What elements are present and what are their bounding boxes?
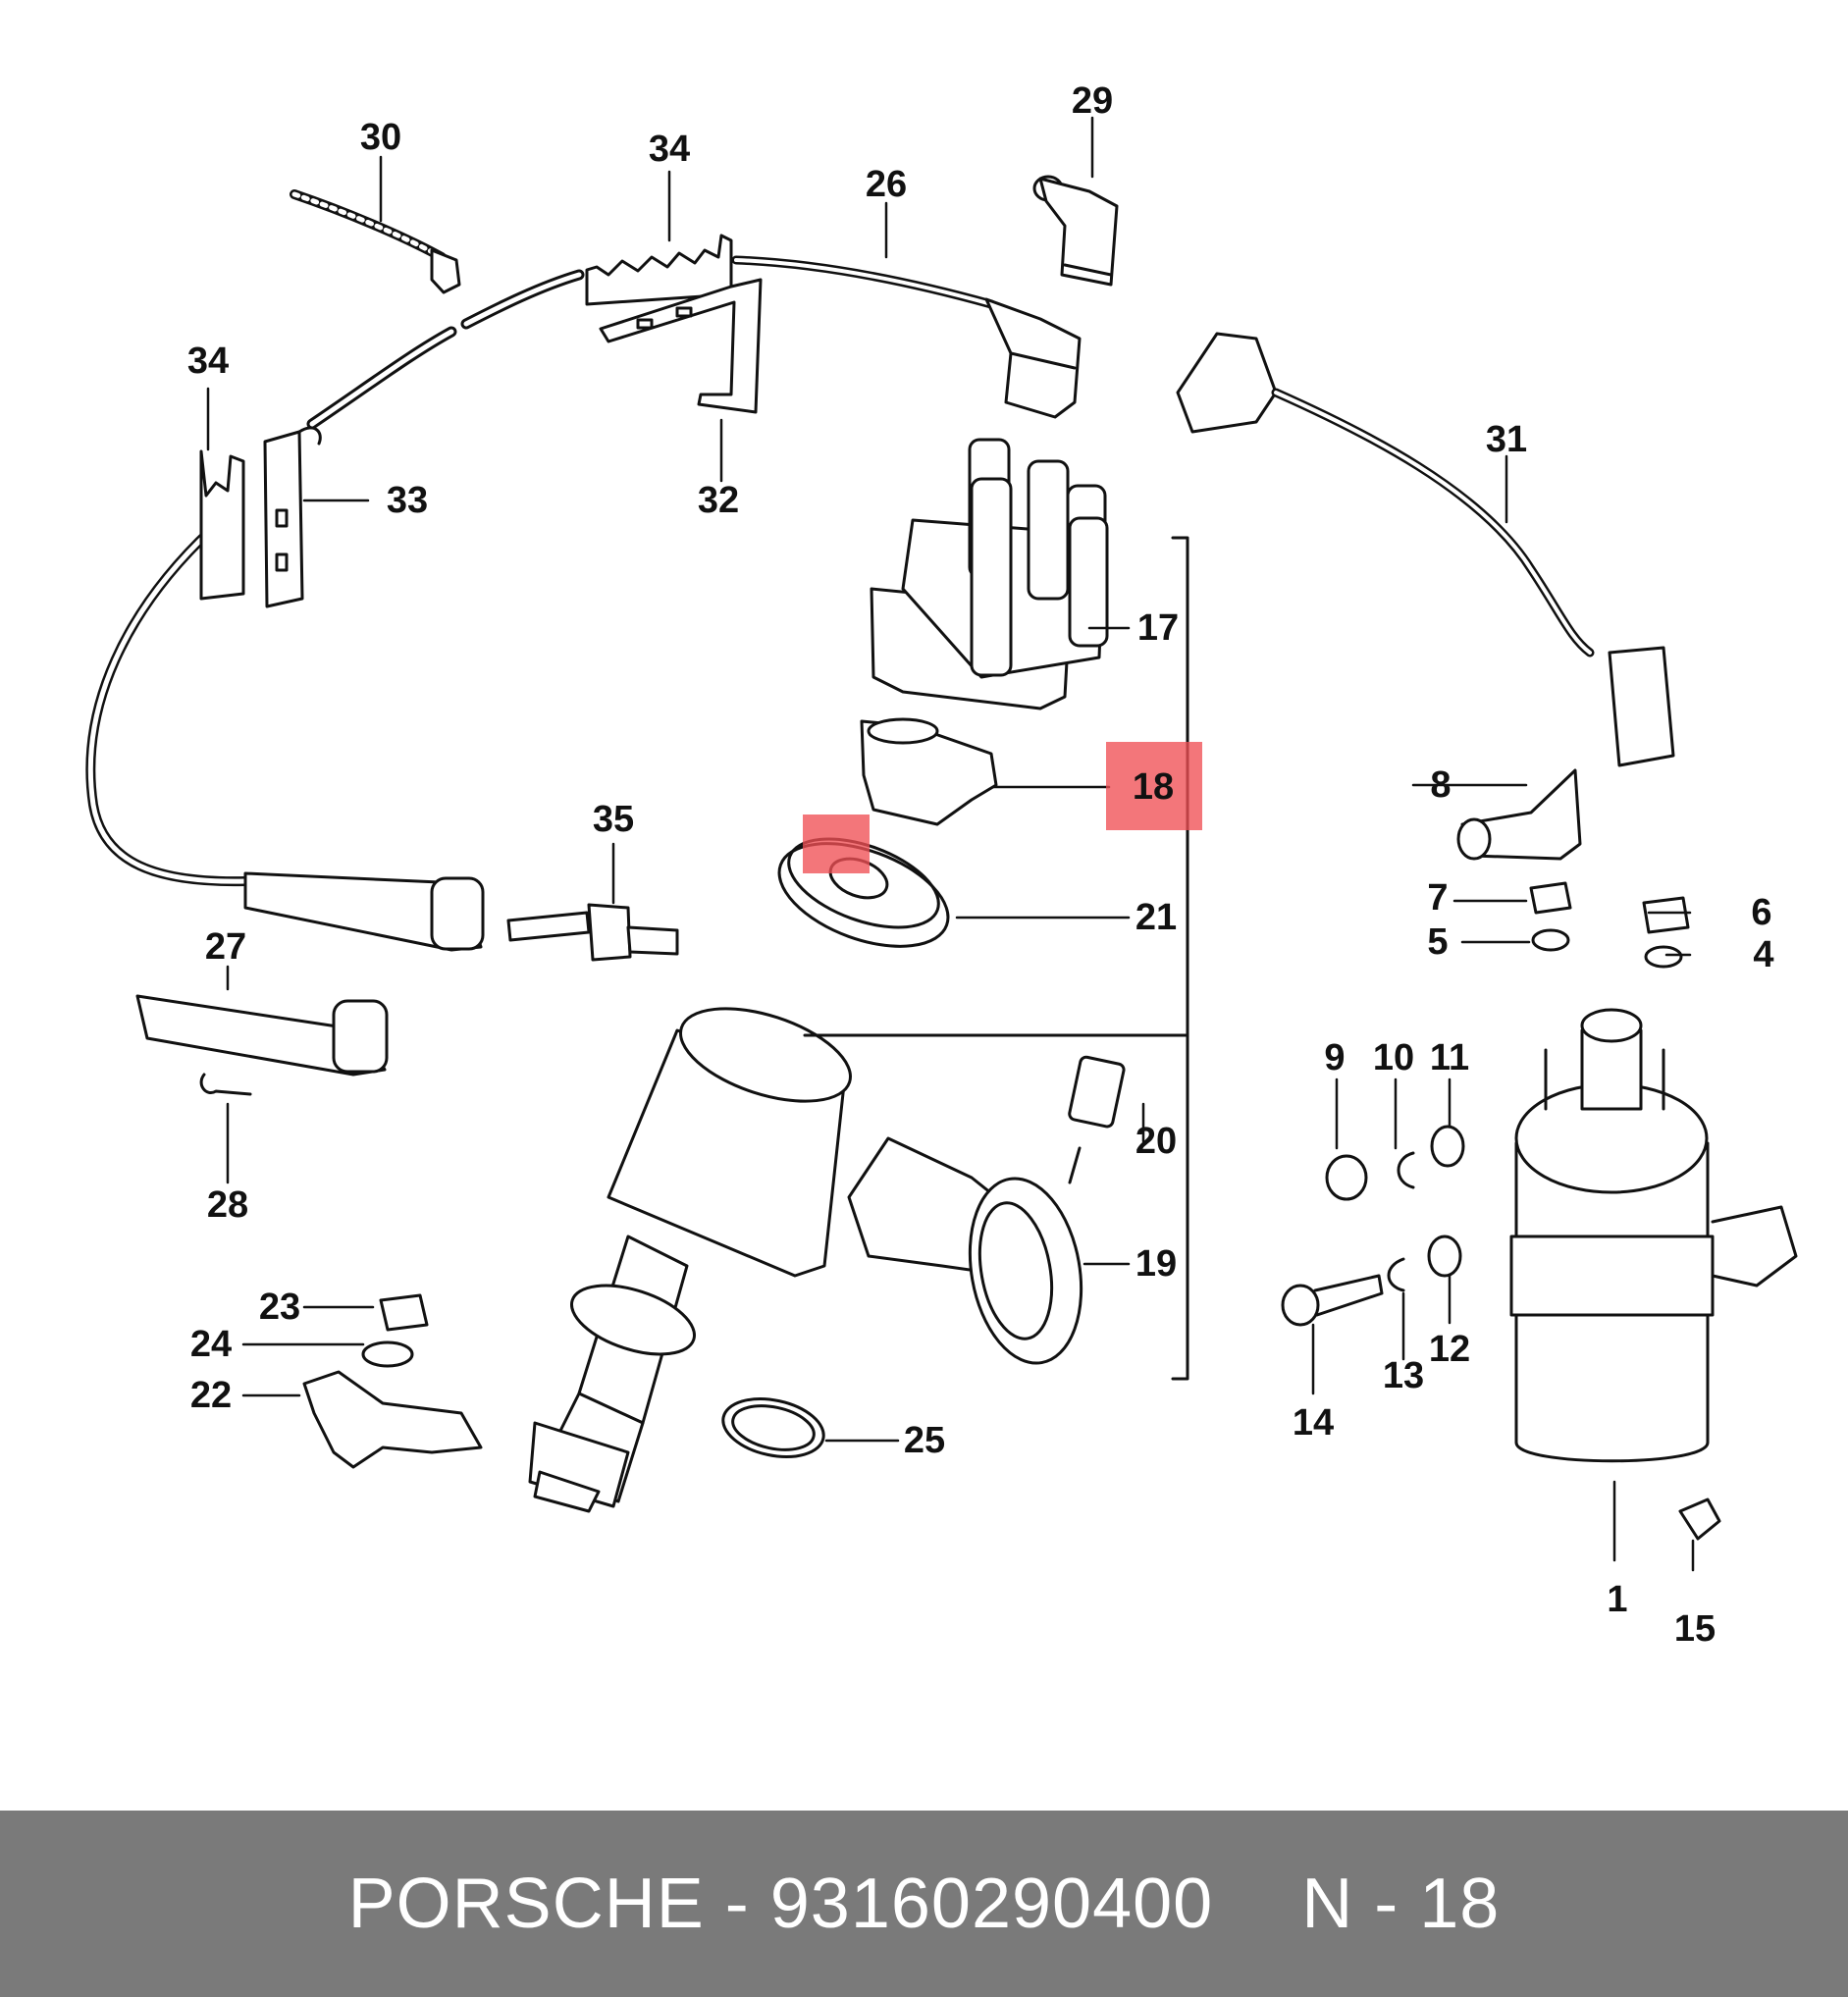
distributor-body xyxy=(528,1007,852,1513)
callout-21: 21 xyxy=(1135,897,1178,938)
callout-31: 31 xyxy=(1485,419,1528,460)
callout-30: 30 xyxy=(359,117,402,158)
callout-33: 33 xyxy=(386,480,429,521)
callout-13: 13 xyxy=(1382,1355,1425,1396)
ref-dash: - xyxy=(1374,1865,1399,1943)
callout-32: 32 xyxy=(697,480,740,521)
nut-7 xyxy=(1529,881,1572,915)
washer-13 xyxy=(1387,1257,1405,1292)
spark-plug-35 xyxy=(506,903,679,962)
brand-name: PORSCHE xyxy=(347,1865,705,1943)
callout-5: 5 xyxy=(1427,921,1449,963)
separator-dash: - xyxy=(724,1865,750,1943)
cable-tie-30 xyxy=(290,189,461,294)
highlight-box-18 xyxy=(1106,742,1202,830)
callout-34: 34 xyxy=(648,129,691,170)
o-ring-25 xyxy=(721,1397,825,1458)
group-bracket-line xyxy=(803,536,1189,1381)
nut-6 xyxy=(1642,896,1690,934)
leader-lines xyxy=(206,116,1695,1572)
washer-4 xyxy=(1644,945,1683,969)
filter-20 xyxy=(1068,1055,1126,1129)
callout-14: 14 xyxy=(1292,1402,1335,1444)
callout-6: 6 xyxy=(1751,892,1772,933)
callout-10: 10 xyxy=(1372,1037,1415,1078)
callout-27: 27 xyxy=(204,926,247,968)
callout-1: 1 xyxy=(1607,1579,1628,1620)
washer-5 xyxy=(1531,928,1570,952)
nut-23 xyxy=(379,1293,429,1332)
part-number: 93160290400 xyxy=(769,1865,1214,1943)
callout-4: 4 xyxy=(1753,934,1774,975)
callout-22: 22 xyxy=(189,1375,233,1416)
plug-connector-27 xyxy=(135,871,485,1077)
washer-12 xyxy=(1427,1235,1462,1278)
lead-separator-34-top xyxy=(585,234,733,306)
callout-12: 12 xyxy=(1428,1329,1471,1370)
callout-11: 11 xyxy=(1429,1037,1470,1078)
callout-23: 23 xyxy=(258,1287,301,1328)
nut-9 xyxy=(1325,1154,1368,1201)
callout-29: 29 xyxy=(1071,80,1114,122)
callout-17: 17 xyxy=(1136,607,1180,649)
distributor-rotor-18 xyxy=(860,717,998,826)
spark-plug-connector-29 xyxy=(1032,175,1119,287)
callout-7: 7 xyxy=(1427,877,1449,919)
nut-15 xyxy=(1678,1498,1721,1541)
callout-20: 20 xyxy=(1135,1121,1178,1162)
callout-15: 15 xyxy=(1673,1608,1716,1650)
washer-10 xyxy=(1397,1151,1415,1189)
callout-9: 9 xyxy=(1324,1037,1346,1078)
clamp-22 xyxy=(302,1370,483,1469)
callout-24: 24 xyxy=(189,1324,233,1365)
callout-35: 35 xyxy=(592,799,635,840)
callout-25: 25 xyxy=(903,1420,946,1461)
parts-drawing xyxy=(85,116,1798,1572)
distributor-cap-17 xyxy=(870,438,1109,710)
bolt-14 xyxy=(1281,1274,1384,1327)
footer-bar: PORSCHE - 93160290400 N - 18 xyxy=(0,1811,1848,1997)
callout-28: 28 xyxy=(206,1184,249,1226)
ignition-lead-31 xyxy=(1176,332,1675,767)
vacuum-unit-19 xyxy=(847,1136,1083,1365)
callout-34: 34 xyxy=(186,341,230,382)
bracket-33 xyxy=(263,426,322,608)
lead-separator-34-left xyxy=(199,449,245,601)
exploded-parts-diagram: 30 34 29 26 34 33 32 31 17 18 8 35 21 7 6 5 4 27 9 10 11 20 28… xyxy=(85,80,1798,1650)
spark-plug-lead-26 xyxy=(984,297,1082,419)
clip-28 xyxy=(199,1073,252,1096)
ignition-lead-harness xyxy=(85,255,996,887)
highlight-box-part xyxy=(803,815,870,873)
ref-prefix: N xyxy=(1301,1865,1354,1943)
callout-18: 18 xyxy=(1132,766,1175,808)
callout-19: 19 xyxy=(1135,1243,1178,1285)
washer-24 xyxy=(361,1340,414,1368)
washer-11 xyxy=(1430,1125,1465,1168)
coil-boot-8 xyxy=(1456,768,1582,861)
ref-number: 18 xyxy=(1419,1865,1501,1943)
ignition-coil-1 xyxy=(1509,1008,1798,1463)
callout-26: 26 xyxy=(865,164,908,205)
bracket-32 xyxy=(599,278,763,414)
callout-8: 8 xyxy=(1430,764,1452,806)
